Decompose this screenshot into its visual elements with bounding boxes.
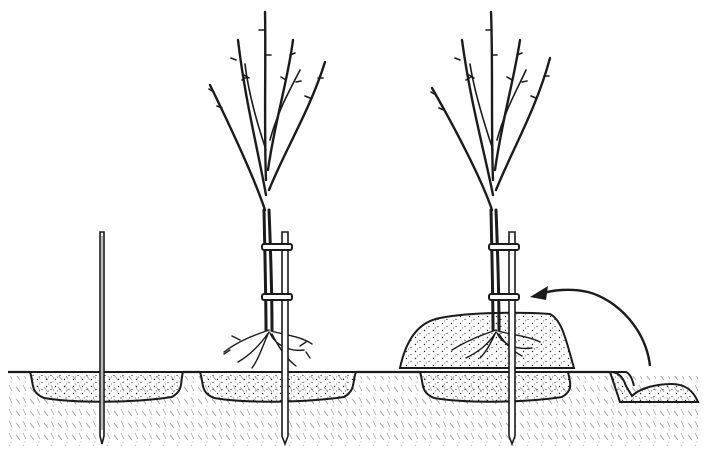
tree-icon xyxy=(431,12,550,358)
tree-tie-lower xyxy=(262,294,292,300)
stake-icon xyxy=(282,232,288,444)
planting-hole xyxy=(200,372,356,402)
tree-icon xyxy=(209,12,325,368)
stake-icon xyxy=(100,232,104,444)
stake-icon xyxy=(509,232,515,444)
planting-hole xyxy=(30,372,183,402)
soil-mound-icon xyxy=(400,313,574,368)
tree-tie-upper xyxy=(262,244,292,250)
panel-tree-tied xyxy=(200,12,356,444)
tree-tie-upper xyxy=(489,244,519,250)
tree-tie-lower xyxy=(489,294,519,300)
planting-hole xyxy=(420,372,570,402)
